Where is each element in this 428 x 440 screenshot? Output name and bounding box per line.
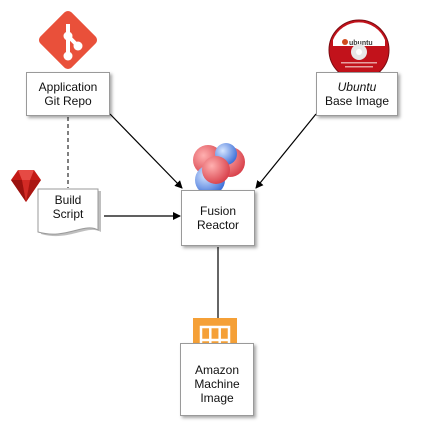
node-application-git-repo[interactable]: Application Git Repo xyxy=(26,72,110,116)
fusion-spheres-icon xyxy=(193,143,245,195)
ubuntu-line2: Base Image xyxy=(324,94,390,108)
ruby-gem-icon xyxy=(11,170,41,202)
edge-git-to-fusion xyxy=(109,113,183,189)
node-ubuntu-base-image[interactable]: Ubuntu Base Image xyxy=(316,72,398,116)
git-logo-icon xyxy=(38,10,98,70)
fusion-line1: Fusion xyxy=(199,204,237,218)
node-fusion-reactor[interactable]: Fusion Reactor xyxy=(181,190,255,246)
fusion-line2: Reactor xyxy=(196,218,240,232)
build-script-label: Build Script xyxy=(37,193,99,221)
ubuntu-line1: Ubuntu xyxy=(337,80,377,94)
build-script-line1: Build xyxy=(54,193,82,207)
git-repo-line1: Application xyxy=(38,80,98,94)
ubuntu-disc-label: ubuntu xyxy=(349,40,373,47)
node-build-script[interactable]: Build Script xyxy=(37,188,103,238)
git-repo-line2: Git Repo xyxy=(44,94,92,108)
edge-ubuntu-to-fusion xyxy=(255,113,317,189)
build-script-line2: Script xyxy=(52,207,84,221)
ami-line1: Amazon xyxy=(194,362,240,377)
node-amazon-machine-image[interactable]: Amazon Machine Image xyxy=(180,343,254,416)
ami-line2: Machine xyxy=(194,376,240,391)
document-shape xyxy=(37,188,101,237)
ami-line3: Image xyxy=(200,390,234,405)
